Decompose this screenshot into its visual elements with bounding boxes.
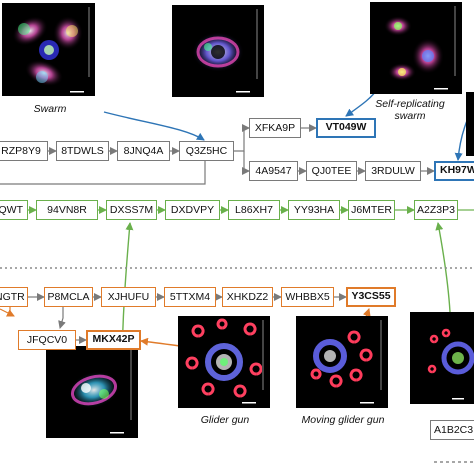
edge-glidergun-panel-to-mkx42p: [140, 337, 181, 347]
edge-to-4a9547: [242, 151, 250, 175]
node-whbbx5: WHBBX5: [281, 287, 334, 307]
node-dxdvpy: DXDVPY: [165, 200, 220, 220]
edge-swarm-panel-to-q3z5hc: [103, 111, 205, 141]
node-l86xh7: L86XH7: [228, 200, 280, 220]
node-j6mter: J6MTER: [348, 200, 395, 220]
node-94vn8r: 94VN8R: [36, 200, 98, 220]
edge-orange-entry: [0, 308, 15, 317]
node-qj0tee: QJ0TEE: [306, 161, 357, 181]
glider-gun-caption: Glider gun: [200, 414, 250, 426]
edge-q3z5hc-xfka9p: [234, 124, 250, 152]
node-kh97w: KH97W: [434, 161, 474, 181]
node-8jnq4a: 8JNQ4A: [117, 141, 170, 161]
node-rzp8y9: RZP8Y9: [0, 141, 48, 161]
right-top-panel: [466, 92, 474, 156]
node-4a9547: 4A9547: [249, 161, 298, 181]
node-p8mcla: P8MCLA: [44, 287, 93, 307]
node-xfka9p: XFKA9P: [249, 118, 301, 138]
bottom-left-panel: [46, 346, 138, 438]
node-y3cs55: Y3CS55: [346, 287, 396, 307]
node-mkx42p: MKX42P: [86, 330, 141, 350]
edge-right-panel-to-a2z3p3: [435, 222, 451, 313]
legend-node: A1B2C3: [430, 420, 474, 440]
swarm-caption: Swarm: [33, 103, 67, 115]
node-jfqcv0: JFQCV0: [18, 330, 76, 350]
right-mid-panel: [410, 312, 474, 404]
swarm-panel: [2, 3, 95, 96]
glider-gun-panel: [178, 316, 270, 408]
node-yy93ha: YY93HA: [288, 200, 340, 220]
edge-p8mcla-to-jfqcv0: [58, 307, 66, 329]
node-ngtr: NGTR: [0, 287, 28, 307]
moving-glider-gun-panel: [296, 316, 388, 408]
node-8tdwls: 8TDWLS: [56, 141, 109, 161]
node-vt049w: VT049W: [316, 118, 376, 138]
edge-top-to-green: [0, 161, 206, 185]
node-dxss7m: DXSS7M: [106, 200, 157, 220]
node-q3z5hc: Q3Z5HC: [179, 141, 234, 161]
node-a2z3p3: A2Z3P3: [414, 200, 458, 220]
node-xhkdz2: XHKDZ2: [222, 287, 273, 307]
self-replicating-panel: [370, 2, 462, 94]
node-xjhufu: XJHUFU: [101, 287, 156, 307]
moving-glider-gun-caption: Moving glider gun: [301, 414, 385, 426]
node-3rdulw: 3RDULW: [365, 161, 421, 181]
self-replicating-caption: Self-replicating swarm: [375, 98, 445, 122]
node-qwt: QWT: [0, 200, 28, 220]
node-5ttxm4: 5TTXM4: [164, 287, 216, 307]
top-middle-panel: [172, 5, 264, 97]
